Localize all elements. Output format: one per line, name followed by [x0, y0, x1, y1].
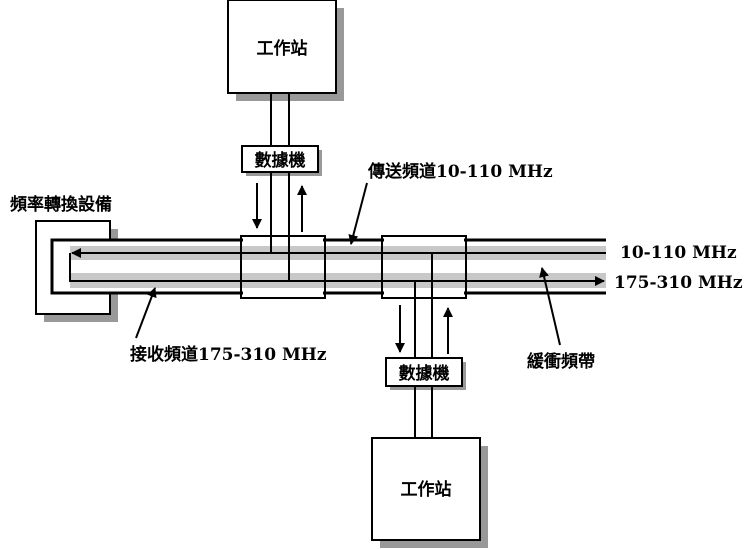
- workstation-top: 工作站: [227, 0, 344, 101]
- workstation-top-label: 工作站: [257, 38, 308, 59]
- modem-bottom-label: 數據機: [399, 363, 450, 384]
- lower-frequency-label: 175-310 MHz: [614, 273, 743, 293]
- modem-top-label: 數據機: [255, 150, 306, 171]
- cable: [50, 238, 606, 295]
- tap-left: [240, 235, 326, 299]
- modem-top: 數據機: [241, 145, 322, 176]
- upper-frequency-label: 10-110 MHz: [620, 243, 737, 263]
- transmit-channel-label: 傳送頻道10-110 MHz: [367, 161, 553, 182]
- guard-band-label: 緩衝頻帶: [527, 351, 595, 372]
- workstation-bottom-label: 工作站: [401, 479, 452, 500]
- modem-bottom: 數據機: [385, 357, 466, 390]
- tap-right: [381, 235, 467, 299]
- receive-channel-label: 接收頻道175-310 MHz: [130, 344, 327, 365]
- converter-label: 頻率轉換設備: [9, 194, 112, 215]
- workstation-bottom: 工作站: [371, 437, 488, 548]
